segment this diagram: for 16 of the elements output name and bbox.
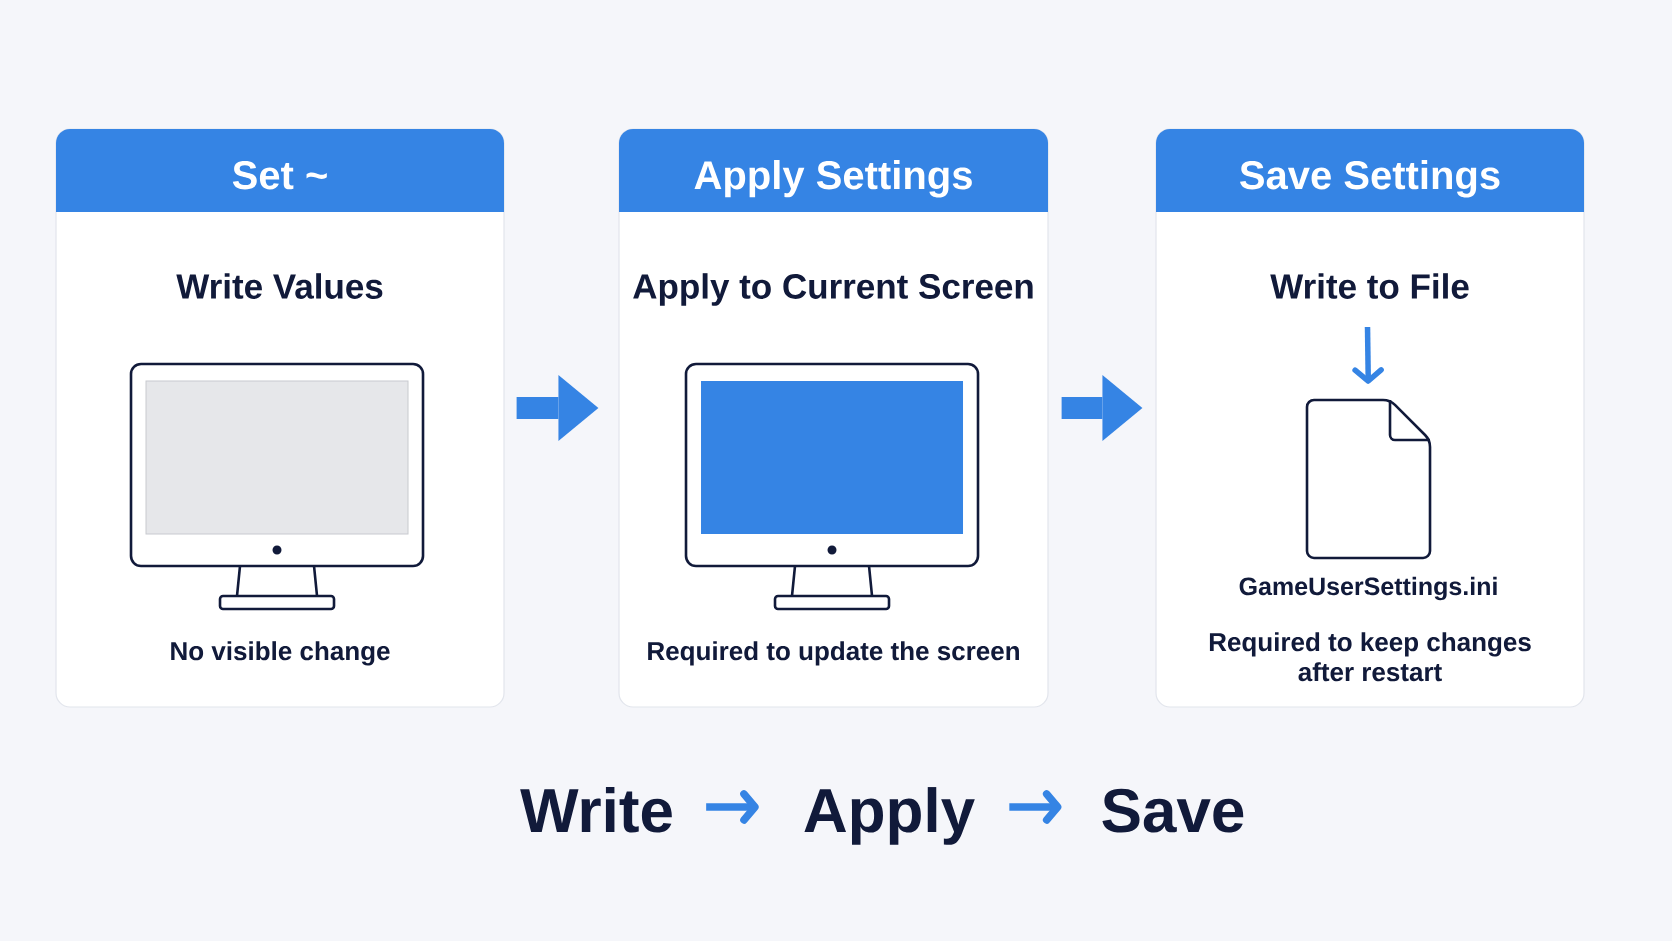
heading: Write to File — [1270, 273, 1469, 299]
header-bar: Set ~ — [56, 129, 504, 212]
arrow — [1061, 375, 1143, 441]
heading: Apply to Current Screen — [633, 273, 1033, 306]
heading: Write Values — [176, 273, 383, 299]
card-text: No visible change — [171, 641, 390, 666]
file-icon — [1305, 398, 1432, 560]
file-name: GameUserSettings.ini — [1239, 576, 1497, 601]
flow-label: Save — [1102, 788, 1244, 833]
arrow — [516, 375, 599, 441]
header-bar: Apply Settings — [619, 129, 1048, 212]
flow-label: Write — [520, 787, 672, 833]
header-bar: Save Settings — [1156, 129, 1584, 212]
card-text: Required to update the screen — [648, 641, 1019, 666]
card-text: Required to keep changes after restart — [1209, 632, 1531, 682]
flow-label: Apply — [804, 787, 975, 845]
